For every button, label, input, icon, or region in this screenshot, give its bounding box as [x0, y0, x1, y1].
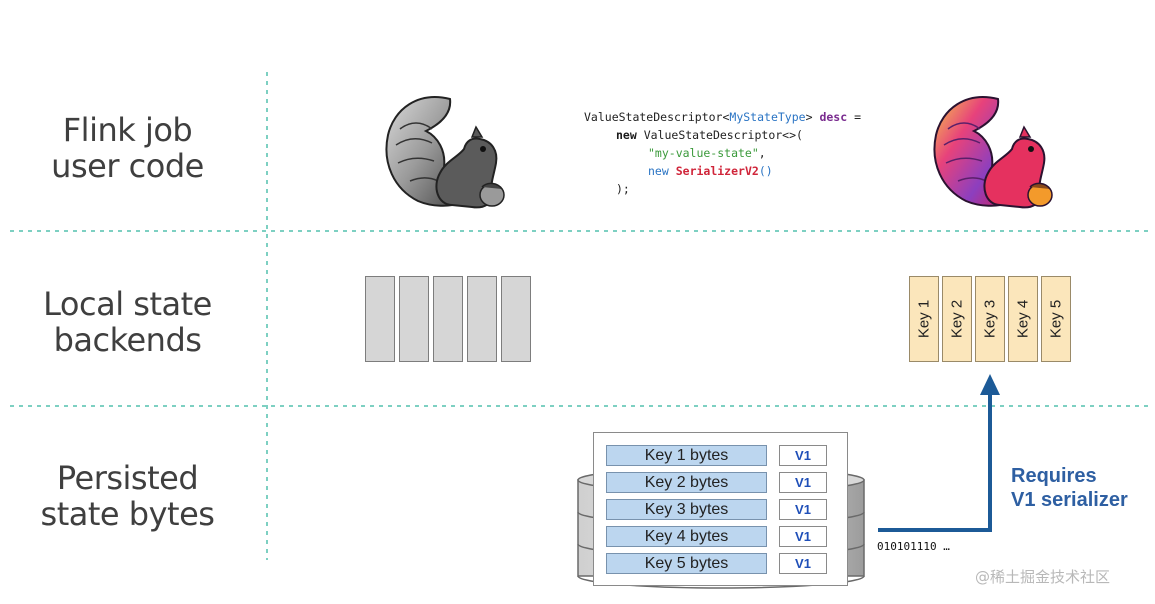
- key-cell: Key 1: [909, 276, 939, 362]
- bytes-row: Key 1 bytes V1: [606, 445, 842, 466]
- row-label-line: Local state: [43, 285, 212, 323]
- key-cell: Key 5: [1041, 276, 1071, 362]
- empty-state-cell: [399, 276, 429, 362]
- row-label-line: backends: [53, 321, 202, 359]
- code-snippet: ValueStateDescriptor<MyStateType> desc =…: [584, 108, 861, 198]
- code-token: new: [616, 128, 637, 142]
- key-cell: Key 2: [942, 276, 972, 362]
- key-bytes-cell: Key 4 bytes: [606, 526, 767, 547]
- code-token: (): [758, 164, 773, 178]
- code-token: desc: [819, 110, 848, 124]
- version-badge: V1: [779, 553, 827, 574]
- key-cell: Key 3: [975, 276, 1005, 362]
- version-badge: V1: [779, 445, 827, 466]
- bytes-row: Key 5 bytes V1: [606, 553, 842, 574]
- row-label-line: state bytes: [40, 495, 215, 533]
- binary-bytes-text: 010101110 …: [877, 540, 950, 553]
- code-token: >: [805, 110, 820, 124]
- key-bytes-cell: Key 2 bytes: [606, 472, 767, 493]
- code-token: "my-value-state": [648, 146, 759, 160]
- row-label-line: user code: [51, 147, 204, 185]
- code-line-5: );: [584, 180, 861, 198]
- version-badge: V1: [779, 499, 827, 520]
- bytes-row: Key 3 bytes V1: [606, 499, 842, 520]
- watermark: @稀土掘金技术社区: [975, 568, 1111, 586]
- row-label-persisted: Persisted state bytes: [30, 460, 225, 532]
- code-token: ValueStateDescriptor<>(: [636, 128, 803, 142]
- code-token: );: [616, 182, 630, 196]
- note-line: V1 serializer: [1011, 489, 1128, 511]
- empty-state-cell: [501, 276, 531, 362]
- empty-state-cell: [365, 276, 395, 362]
- code-line-1: ValueStateDescriptor<MyStateType> desc =: [584, 108, 861, 126]
- version-badge: V1: [779, 526, 827, 547]
- gray-squirrel-logo: [385, 96, 505, 209]
- bytes-row: Key 2 bytes V1: [606, 472, 842, 493]
- color-squirrel-logo: [933, 96, 1053, 209]
- row-label-line: Persisted: [56, 459, 199, 497]
- persisted-bytes-card: Key 1 bytes V1 Key 2 bytes V1 Key 3 byte…: [593, 432, 848, 586]
- empty-state-cells: [365, 276, 531, 362]
- key-cell: Key 4: [1008, 276, 1038, 362]
- code-line-4: new SerializerV2(): [584, 162, 861, 180]
- row-label-line: Flink job: [62, 111, 193, 149]
- key-state-cells: Key 1 Key 2 Key 3 Key 4 Key 5: [909, 276, 1071, 362]
- note-line: Requires: [1011, 465, 1097, 487]
- key-bytes-cell: Key 1 bytes: [606, 445, 767, 466]
- code-token: new: [648, 164, 669, 178]
- code-token: ValueStateDescriptor<: [584, 110, 730, 124]
- code-token: =: [847, 110, 861, 124]
- row-label-user-code: Flink job user code: [30, 112, 225, 184]
- code-line-2: new ValueStateDescriptor<>(: [584, 126, 861, 144]
- empty-state-cell: [467, 276, 497, 362]
- code-token: MyStateType: [729, 110, 806, 124]
- requires-serializer-note: Requires V1 serializer: [1011, 464, 1146, 512]
- version-badge: V1: [779, 472, 827, 493]
- bytes-row: Key 4 bytes V1: [606, 526, 842, 547]
- row-label-local-state: Local state backends: [30, 286, 225, 358]
- code-line-3: "my-value-state",: [584, 144, 861, 162]
- key-bytes-cell: Key 3 bytes: [606, 499, 767, 520]
- key-bytes-cell: Key 5 bytes: [606, 553, 767, 574]
- code-token: SerializerV2: [675, 164, 759, 178]
- empty-state-cell: [433, 276, 463, 362]
- code-token: ,: [758, 146, 766, 160]
